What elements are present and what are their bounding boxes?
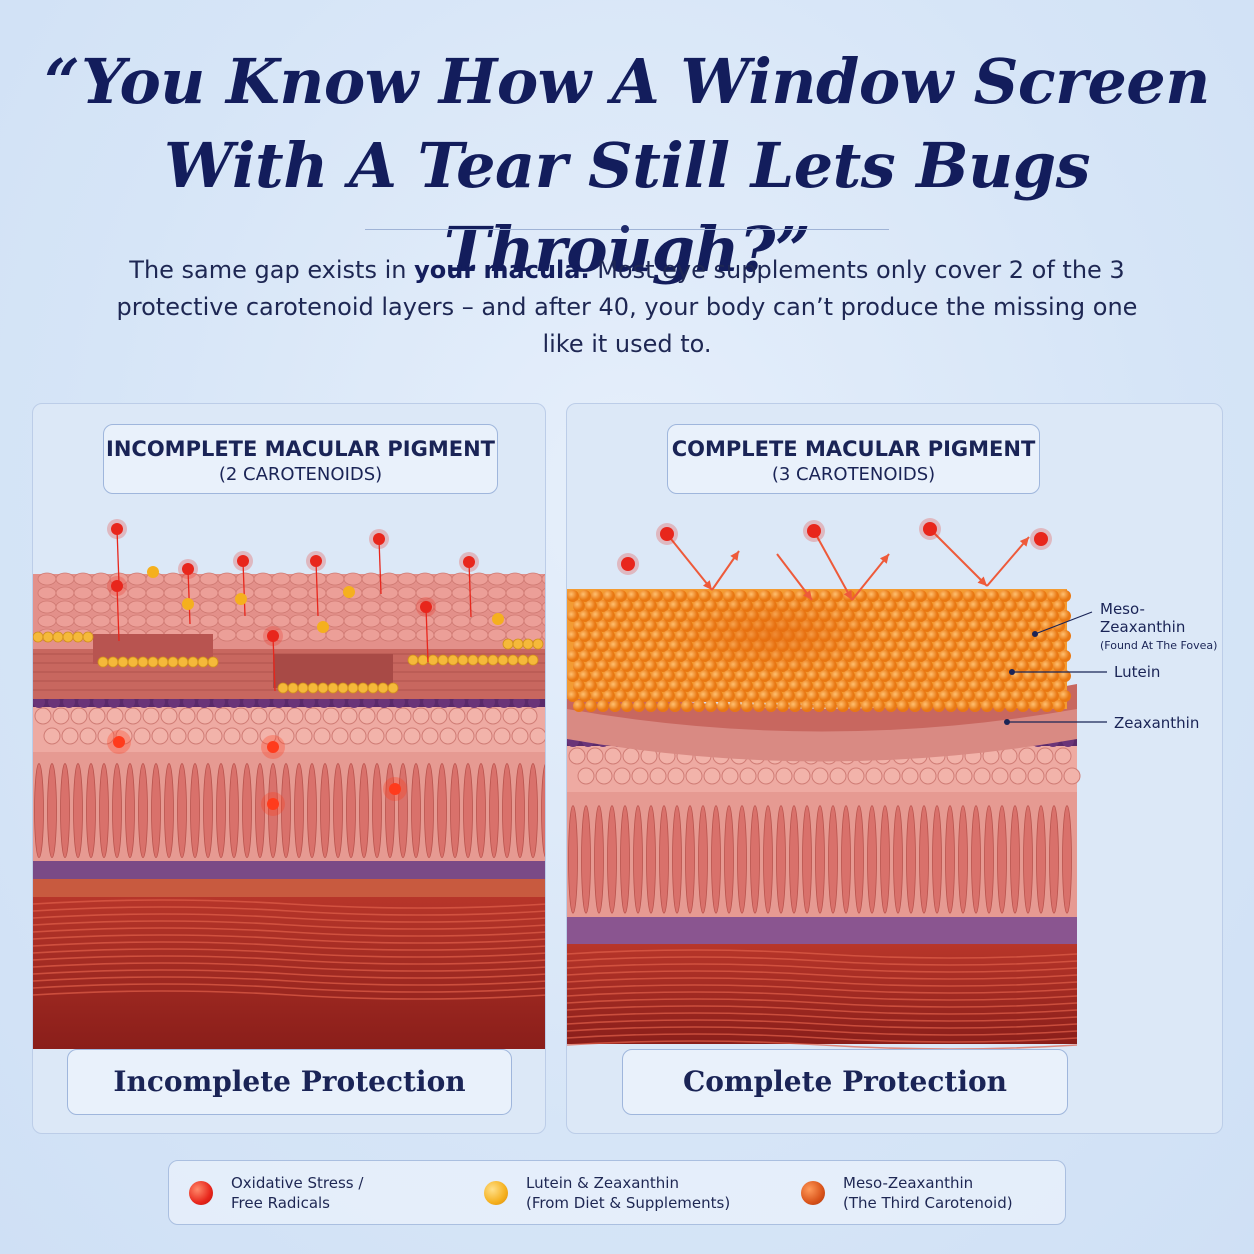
complete-title: COMPLETE MACULAR PIGMENT — [671, 437, 1036, 461]
complete-footer-box: Complete Protection — [622, 1049, 1068, 1115]
legend-lutein-line-1: Lutein & Zeaxanthin — [526, 1174, 679, 1192]
divider-dot-icon — [621, 225, 629, 233]
fovea-depression — [667, 594, 887, 674]
meso-label-note: (Found At The Fovea) — [1100, 639, 1218, 652]
legend-lutein-line-2: (From Diet & Supplements) — [526, 1194, 731, 1212]
subtext-bold: your macula. — [414, 256, 590, 284]
upper-tissue-layer — [567, 704, 1077, 762]
legend-meso-line-2: (The Third Carotenoid) — [843, 1194, 1013, 1212]
subtext: The same gap exists in your macula. Most… — [100, 252, 1154, 363]
headline: “You Know How A Window Screen With A Tea… — [0, 40, 1254, 292]
legend-item-free-radicals: Oxidative Stress / Free Radicals — [189, 1173, 363, 1213]
purple-band — [33, 859, 545, 879]
incomplete-footer-box: Incomplete Protection — [67, 1049, 512, 1115]
headline-line-2: With A Tear Still Lets Bugs Through?” — [163, 129, 1091, 286]
incomplete-title: INCOMPLETE MACULAR PIGMENT — [106, 437, 495, 461]
incomplete-tissue-illustration — [33, 519, 545, 1049]
incomplete-footer: Incomplete Protection — [113, 1065, 466, 1098]
meso-label-text: Meso-Zeaxanthin — [1100, 600, 1186, 636]
lutein-label: Lutein — [1114, 663, 1161, 681]
complete-subtitle: (3 CAROTENOIDS) — [771, 464, 936, 485]
legend-meso-line-1: Meso-Zeaxanthin — [843, 1174, 974, 1192]
zeaxanthin-label: Zeaxanthin — [1114, 714, 1200, 732]
complete-footer: Complete Protection — [683, 1065, 1007, 1098]
legend-item-meso: Meso-Zeaxanthin (The Third Carotenoid) — [801, 1173, 1013, 1213]
free-radical-dot-icon — [189, 1181, 213, 1205]
complete-title-box: COMPLETE MACULAR PIGMENT (3 CAROTENOIDS) — [667, 424, 1040, 494]
lutein-dot-icon — [484, 1181, 508, 1205]
incomplete-subtitle: (2 CAROTENOIDS) — [218, 464, 383, 485]
headline-line-1: “You Know How A Window Screen — [44, 45, 1210, 118]
legend-free-radicals-line-1: Oxidative Stress / — [231, 1174, 364, 1192]
subtext-part-2: Most eye supplements only cover 2 of the… — [116, 256, 1138, 358]
legend-free-radicals-line-2: Free Radicals — [231, 1194, 330, 1212]
complete-panel: Meso-Zeaxanthin (Found At The Fovea) Lut… — [566, 403, 1223, 1134]
blood-vessel-layer — [33, 894, 545, 1049]
meso-label: Meso-Zeaxanthin (Found At The Fovea) — [1100, 600, 1222, 652]
complete-tissue-illustration — [567, 518, 1107, 1050]
legend-item-lutein: Lutein & Zeaxanthin (From Diet & Supplem… — [484, 1173, 730, 1213]
blood-vessel-layer — [567, 944, 1077, 1044]
meso-dot-icon — [801, 1181, 825, 1205]
subtext-part-1: The same gap exists in — [129, 256, 415, 284]
incomplete-title-box: INCOMPLETE MACULAR PIGMENT (2 CAROTENOID… — [103, 424, 498, 494]
legend: Oxidative Stress / Free Radicals Lutein … — [168, 1160, 1066, 1225]
incomplete-panel: INCOMPLETE MACULAR PIGMENT (2 CAROTENOID… — [32, 403, 546, 1134]
